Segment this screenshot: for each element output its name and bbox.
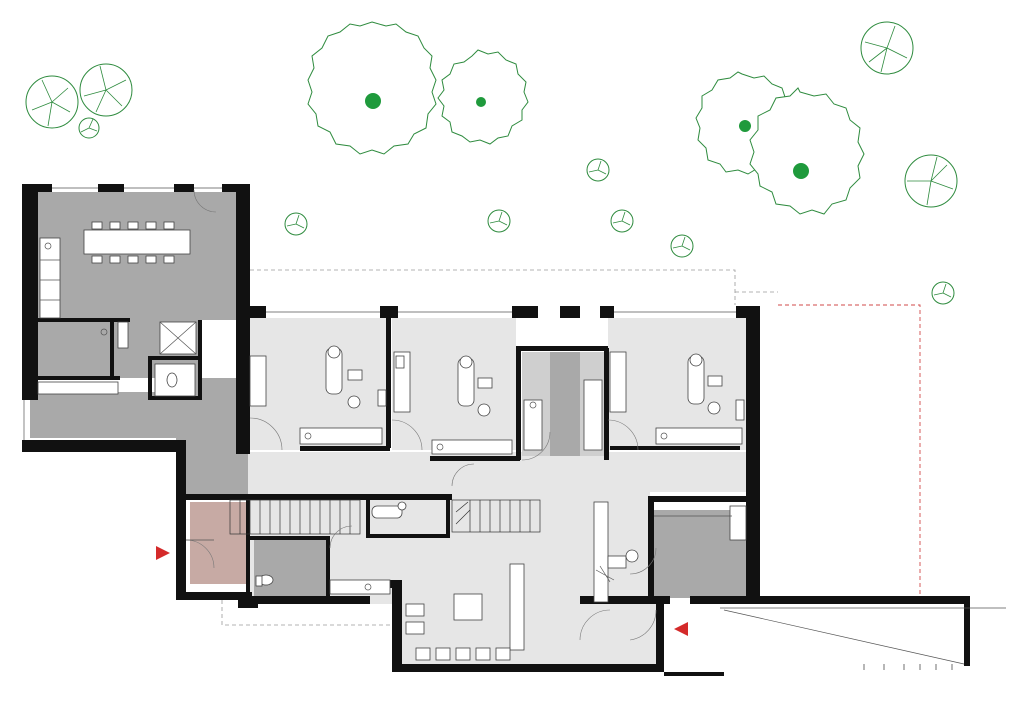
shrub-icon (610, 209, 634, 233)
shower (159, 321, 197, 355)
shrub-icon (904, 154, 958, 208)
shrub-icon (79, 63, 133, 117)
treatment-room-1 (249, 345, 387, 445)
toilet-icon (154, 363, 196, 397)
xray-room (371, 501, 407, 519)
staircase-secondary (451, 499, 541, 533)
shrub-icon (860, 21, 914, 75)
shrub-icon (78, 117, 100, 139)
wardrobe (37, 381, 119, 395)
sterilisation-room (523, 379, 603, 451)
shrub-icon (931, 281, 955, 305)
shrub-icon (586, 158, 610, 182)
staff-room-lower (654, 505, 747, 541)
windows (23, 187, 736, 440)
shrub-icon (487, 209, 511, 233)
treatment-room-2 (393, 351, 513, 455)
sink-icon (329, 579, 391, 595)
treatment-room-3 (609, 351, 745, 445)
dental-chair-icon (325, 345, 363, 409)
ramp (720, 607, 1006, 670)
entrance-arrow-icon[interactable] (674, 622, 688, 636)
tree-icon (749, 87, 865, 215)
dental-chair-icon (457, 355, 493, 417)
landscape (25, 21, 958, 305)
tree-icon (437, 49, 529, 145)
sink-icon (100, 321, 129, 349)
entrance-arrow-icon[interactable] (156, 546, 170, 560)
shrub-icon (670, 234, 694, 258)
shrub-icon (25, 75, 79, 129)
doors (185, 189, 657, 641)
tree-icon (307, 21, 437, 155)
dining-table (83, 221, 191, 264)
waiting-area (405, 563, 525, 661)
staircase-main (229, 499, 361, 535)
shrub-icon (284, 212, 308, 236)
walls (22, 184, 970, 676)
dental-chair-icon (687, 353, 723, 415)
kitchen-counter (39, 237, 61, 319)
reception-desk (593, 501, 639, 603)
toilet-icon (255, 574, 274, 587)
